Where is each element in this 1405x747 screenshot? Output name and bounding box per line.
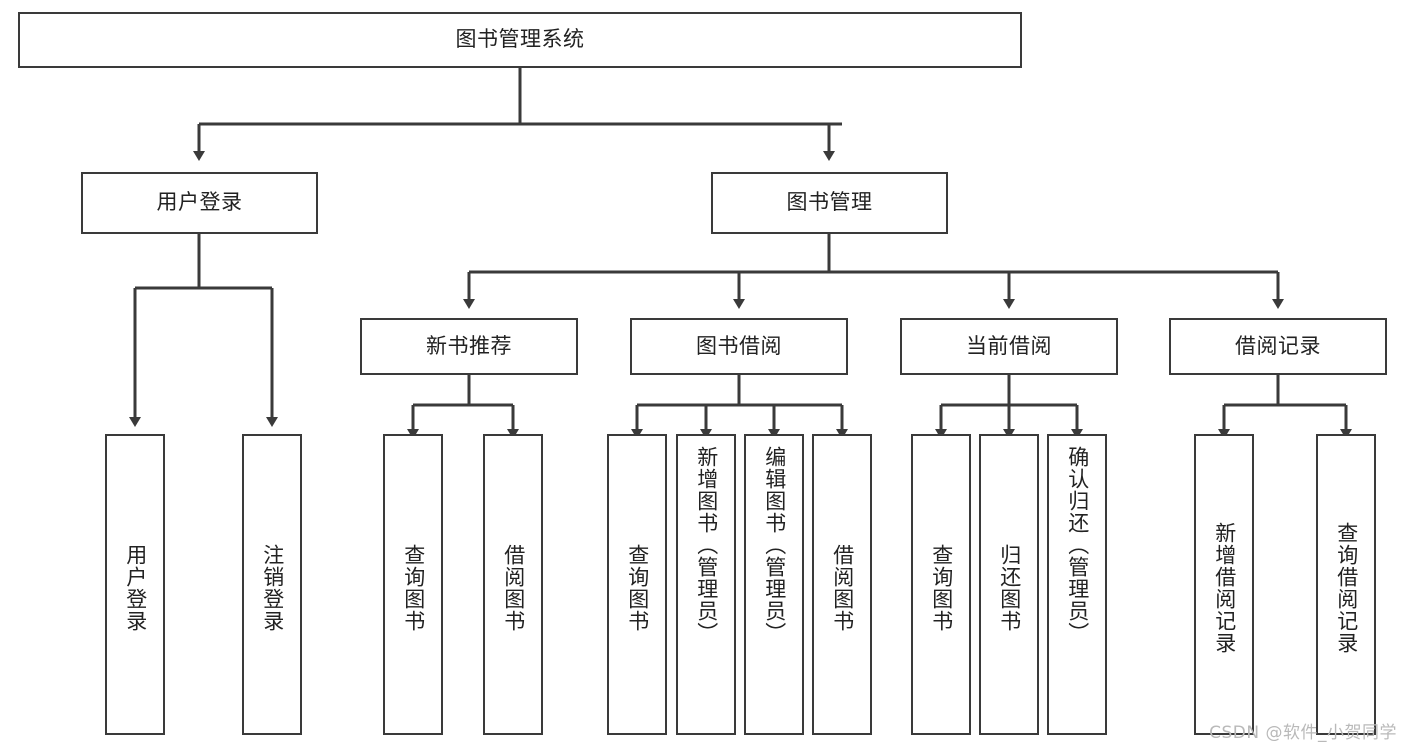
node-leaf-new-book-borrow[interactable]: 借阅图书 <box>483 434 543 735</box>
node-label: 当前借阅 <box>966 333 1052 358</box>
node-leaf-current-borrow-confirm-return[interactable]: 确认归还（管理员） <box>1047 434 1107 735</box>
node-new-book-recommend[interactable]: 新书推荐 <box>360 318 578 375</box>
node-label: 编辑图书（管理员） <box>762 446 787 644</box>
node-current-borrow[interactable]: 当前借阅 <box>900 318 1118 375</box>
leaf-text-wrap: 查询图书 <box>609 442 665 733</box>
leaf-text-wrap: 借阅图书 <box>814 442 870 733</box>
node-label: 用户登录 <box>156 190 243 215</box>
node-leaf-new-book-query[interactable]: 查询图书 <box>383 434 443 735</box>
leaf-text-wrap: 借阅图书 <box>485 442 541 733</box>
node-borrow-record[interactable]: 借阅记录 <box>1169 318 1387 375</box>
node-label: 确认归还（管理员） <box>1065 446 1090 644</box>
node-leaf-book-borrow-add[interactable]: 新增图书（管理员） <box>676 434 736 735</box>
node-book-management[interactable]: 图书管理 <box>711 172 948 234</box>
node-label: 新增借阅记录 <box>1212 521 1237 654</box>
node-label: 借阅记录 <box>1235 333 1321 358</box>
node-label: 查询借阅记录 <box>1334 521 1359 654</box>
node-leaf-user-login-signout[interactable]: 注销登录 <box>242 434 302 735</box>
node-leaf-book-borrow-edit[interactable]: 编辑图书（管理员） <box>744 434 804 735</box>
node-label: 借阅图书 <box>501 543 526 632</box>
node-book-borrow[interactable]: 图书借阅 <box>630 318 848 375</box>
leaf-text-wrap: 查询图书 <box>913 442 969 733</box>
node-leaf-book-borrow-query[interactable]: 查询图书 <box>607 434 667 735</box>
leaf-text-wrap: 注销登录 <box>244 442 300 733</box>
leaf-text-wrap: 确认归还（管理员） <box>1049 442 1105 733</box>
leaf-text-wrap: 新增图书（管理员） <box>678 442 734 733</box>
node-label: 注销登录 <box>260 543 285 632</box>
node-label: 用户登录 <box>123 543 148 632</box>
node-label: 图书管理 <box>786 190 873 215</box>
leaf-text-wrap: 编辑图书（管理员） <box>746 442 802 733</box>
watermark-text: CSDN @软件_小贺同学 <box>1209 723 1397 743</box>
leaf-text-wrap: 查询借阅记录 <box>1318 442 1374 733</box>
node-root-book-management-system[interactable]: 图书管理系统 <box>18 12 1022 68</box>
node-label: 归还图书 <box>997 543 1022 632</box>
node-label: 查询图书 <box>401 543 426 632</box>
leaf-text-wrap: 新增借阅记录 <box>1196 442 1252 733</box>
node-leaf-current-borrow-query[interactable]: 查询图书 <box>911 434 971 735</box>
node-leaf-borrow-record-add[interactable]: 新增借阅记录 <box>1194 434 1254 735</box>
node-leaf-borrow-record-query[interactable]: 查询借阅记录 <box>1316 434 1376 735</box>
node-label: 新增图书（管理员） <box>694 446 719 644</box>
node-leaf-user-login-signin[interactable]: 用户登录 <box>105 434 165 735</box>
node-leaf-current-borrow-return[interactable]: 归还图书 <box>979 434 1039 735</box>
node-label: 查询图书 <box>929 543 954 632</box>
node-user-login[interactable]: 用户登录 <box>81 172 318 234</box>
leaf-text-wrap: 查询图书 <box>385 442 441 733</box>
node-leaf-book-borrow-lend[interactable]: 借阅图书 <box>812 434 872 735</box>
node-label: 新书推荐 <box>426 333 512 358</box>
leaf-text-wrap: 用户登录 <box>107 442 163 733</box>
node-label: 查询图书 <box>625 543 650 632</box>
leaf-text-wrap: 归还图书 <box>981 442 1037 733</box>
node-label: 借阅图书 <box>830 543 855 632</box>
node-label: 图书管理系统 <box>455 27 585 52</box>
node-label: 图书借阅 <box>696 333 782 358</box>
